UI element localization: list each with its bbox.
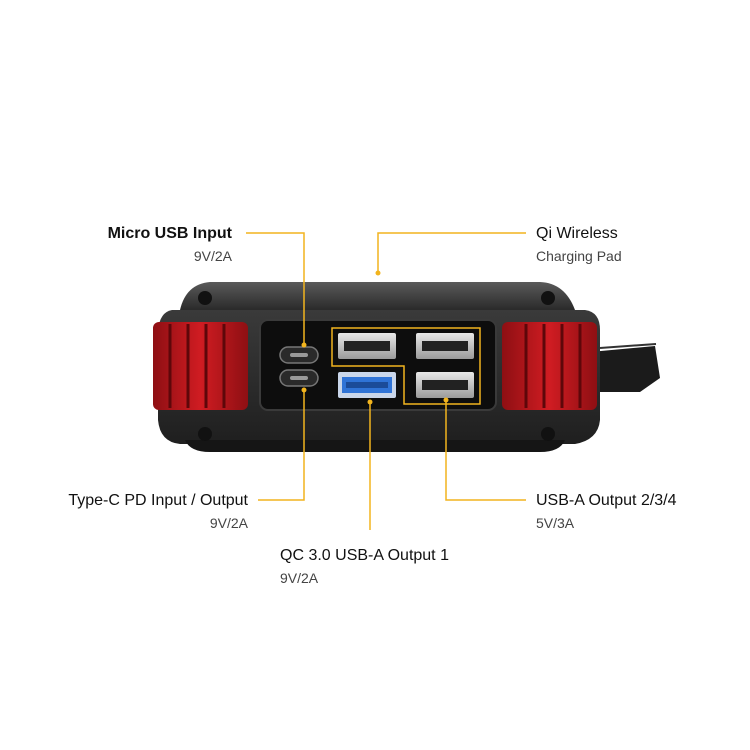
left-red-bumper (153, 322, 248, 410)
usb-a-port-icon (416, 372, 474, 398)
type-c-title: Type-C PD Input / Output (68, 492, 248, 509)
usb-a-port-icon (416, 333, 474, 359)
qc-usb-a-spec: 9V/2A (280, 570, 319, 586)
usb-a-title: USB-A Output 2/3/4 (536, 492, 677, 509)
leader-dots (301, 270, 449, 405)
qi-wireless-title: Qi Wireless (536, 225, 618, 242)
leader-lines (246, 232, 526, 530)
usb-a-port-icon (338, 333, 396, 359)
right-red-bumper (502, 322, 597, 410)
micro-usb-input-label: Micro USB Input 9V/2A (60, 224, 232, 266)
qc-usb-a-port-icon (338, 372, 396, 398)
type-c-label: Type-C PD Input / Output 9V/2A (20, 491, 248, 533)
usb-a-spec: 5V/3A (536, 515, 575, 531)
micro-usb-spec: 9V/2A (193, 248, 232, 264)
body-bottom-edge (185, 440, 565, 452)
wireless-charging-top (180, 282, 575, 310)
lanyard-strap (590, 343, 660, 392)
micro-usb-port-icon (279, 346, 319, 364)
qc-usb-a-title: QC 3.0 USB-A Output 1 (280, 547, 449, 564)
usb-a-label: USB-A Output 2/3/4 5V/3A (536, 491, 677, 533)
qi-wireless-label: Qi Wireless Charging Pad (536, 224, 622, 266)
qc-usb-a-label: QC 3.0 USB-A Output 1 9V/2A (280, 546, 449, 588)
usb-a-group-outline (331, 327, 481, 405)
micro-usb-title: Micro USB Input (107, 225, 232, 242)
qi-wireless-spec: Charging Pad (536, 248, 622, 264)
corner-screws (198, 291, 555, 441)
type-c-spec: 9V/2A (209, 515, 248, 531)
usb-c-port-icon (279, 369, 319, 387)
